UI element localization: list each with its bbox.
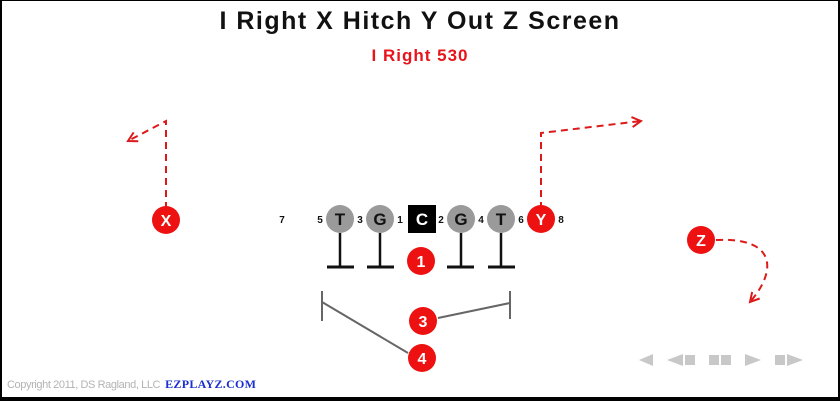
triangle-left-icon[interactable] [638,353,654,367]
play-icon[interactable] [744,353,762,367]
gap-2: 2 [438,215,444,226]
z-screen-route [715,238,769,302]
rt-block [488,233,515,269]
lt-block [327,233,354,269]
gap-3: 3 [357,215,363,226]
footer: Copyright 2011, DS Ragland, LLC EZPLAYZ.C… [7,377,256,392]
brand-link[interactable]: EZPLAYZ.COM [165,377,257,391]
player-left-guard: G [366,205,394,233]
svg-text:X: X [161,213,172,230]
player-z-receiver: Z [687,226,715,254]
playback-controls [638,353,804,367]
svg-text:T: T [496,210,507,229]
play-formation-subtitle: I Right 530 [371,46,469,65]
fast-forward-icon[interactable] [774,353,804,367]
player-y-receiver: Y [527,205,555,233]
pause-icon[interactable] [708,353,732,367]
svg-text:C: C [416,210,428,229]
rg-block [447,233,474,269]
lg-block [367,233,394,269]
svg-text:Z: Z [696,233,706,250]
player-left-tackle: T [326,205,354,233]
copyright-text: Copyright 2011, DS Ragland, LLC [7,379,161,391]
svg-text:T: T [335,210,346,229]
player-right-guard: G [447,205,475,233]
svg-text:1: 1 [417,254,426,271]
gap-numbers: 7 5 3 1 2 4 6 8 [279,215,564,226]
player-tailback-4: 4 [408,344,436,372]
gap-1: 1 [397,215,403,226]
svg-text:Y: Y [536,212,547,229]
svg-text:3: 3 [419,314,428,331]
play-title: I Right X Hitch Y Out Z Screen [219,7,621,35]
player-fullback-3: 3 [409,307,437,335]
player-center: C [408,205,436,233]
y-out-route [540,121,641,209]
gap-8: 8 [558,215,564,226]
player-x-receiver: X [152,206,180,234]
gap-6: 6 [518,215,524,226]
svg-text:G: G [454,210,467,229]
gap-4: 4 [478,215,484,226]
rewind-icon[interactable] [666,353,696,367]
x-hitch-route [128,119,167,209]
player-quarterback-1: 1 [407,247,435,275]
svg-text:G: G [373,210,386,229]
svg-text:4: 4 [418,351,427,368]
player-right-tackle: T [487,205,515,233]
backfield-paths [321,291,511,354]
gap-5: 5 [317,215,323,226]
gap-7: 7 [279,215,285,226]
